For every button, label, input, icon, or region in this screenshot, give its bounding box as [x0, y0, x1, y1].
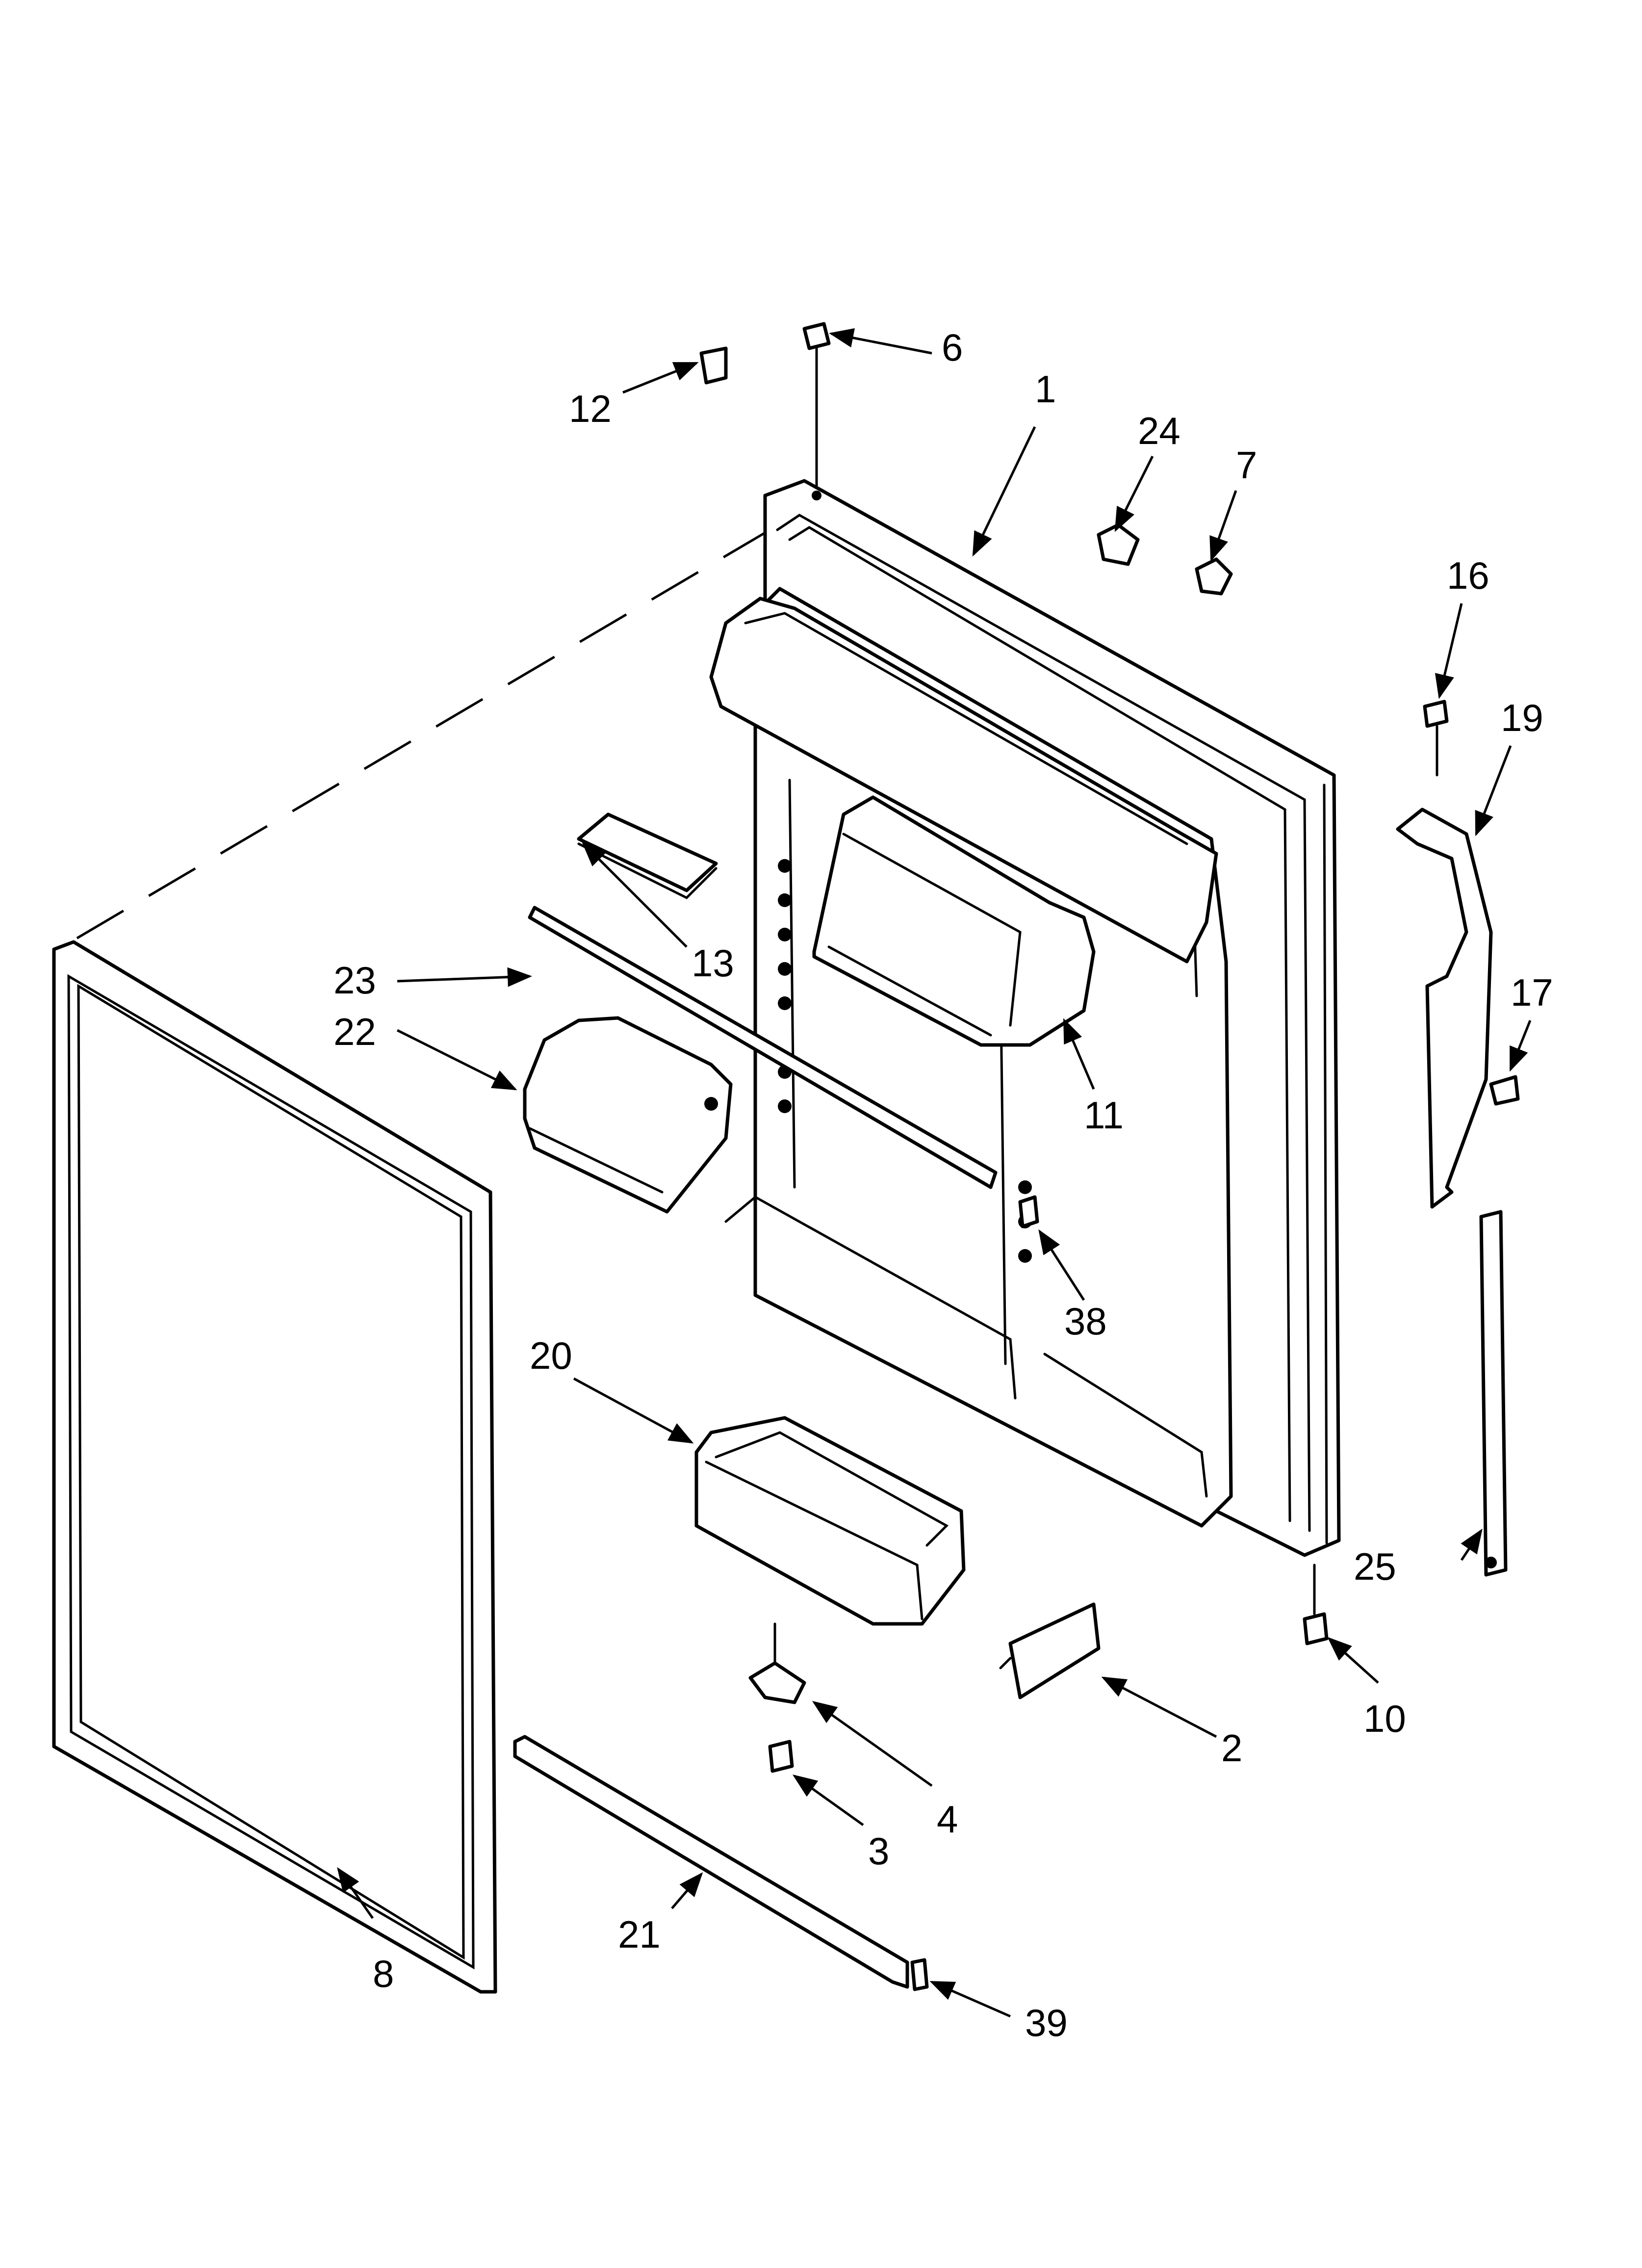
callout-1: 1 [1035, 367, 1056, 411]
callout-25: 25 [1354, 1545, 1396, 1588]
screw-6[interactable] [802, 322, 831, 487]
callout-2: 2 [1221, 1726, 1242, 1770]
callout-13: 13 [692, 941, 734, 985]
dairy-bin[interactable] [812, 795, 1096, 1047]
callout-8: 8 [373, 1952, 394, 1995]
plug-7[interactable] [1195, 557, 1233, 596]
callout-17: 17 [1511, 971, 1553, 1014]
screw-10[interactable] [1303, 1564, 1329, 1645]
callout-labels: 12 6 1 24 7 16 19 17 13 23 22 11 38 20 2… [334, 326, 1553, 2044]
hinge-bracket-4[interactable] [748, 1622, 806, 1704]
door-handle[interactable] [1396, 808, 1493, 1209]
callout-12: 12 [569, 387, 612, 430]
callout-23: 23 [334, 959, 376, 1002]
callout-39: 39 [1025, 2001, 1068, 2044]
plug-24[interactable] [1097, 523, 1140, 566]
small-cover[interactable] [577, 812, 718, 900]
callout-16: 16 [1447, 554, 1489, 597]
callout-24: 24 [1138, 409, 1180, 452]
callout-6: 6 [942, 326, 963, 369]
clip-38[interactable] [1018, 1195, 1039, 1228]
door-top-shelf [709, 597, 1218, 964]
callout-21: 21 [618, 1913, 661, 1956]
door-gasket[interactable] [52, 940, 497, 1994]
handle-tube[interactable] [1479, 1210, 1508, 1577]
callout-4: 4 [937, 1798, 958, 1841]
callout-11: 11 [1084, 1094, 1124, 1137]
clip-39[interactable] [910, 1958, 929, 1991]
callout-19: 19 [1501, 696, 1543, 739]
door-bin[interactable] [694, 1416, 966, 1626]
plug-12[interactable] [699, 346, 728, 385]
callout-38: 38 [1064, 1300, 1107, 1343]
shelf-bar[interactable] [528, 906, 998, 1189]
callout-7: 7 [1236, 443, 1257, 487]
screw-3[interactable] [768, 1740, 794, 1773]
hinge-cover[interactable] [999, 1602, 1101, 1699]
bottom-trim[interactable] [513, 1735, 909, 1989]
callout-20: 20 [530, 1334, 572, 1377]
callout-10: 10 [1363, 1697, 1406, 1740]
screw-17[interactable] [1489, 1075, 1520, 1106]
leader-lines [337, 328, 1532, 2018]
butter-compartment[interactable] [523, 1016, 733, 1214]
callout-22: 22 [334, 1010, 376, 1053]
callout-3: 3 [868, 1829, 889, 1873]
screw-16[interactable] [1423, 700, 1449, 777]
